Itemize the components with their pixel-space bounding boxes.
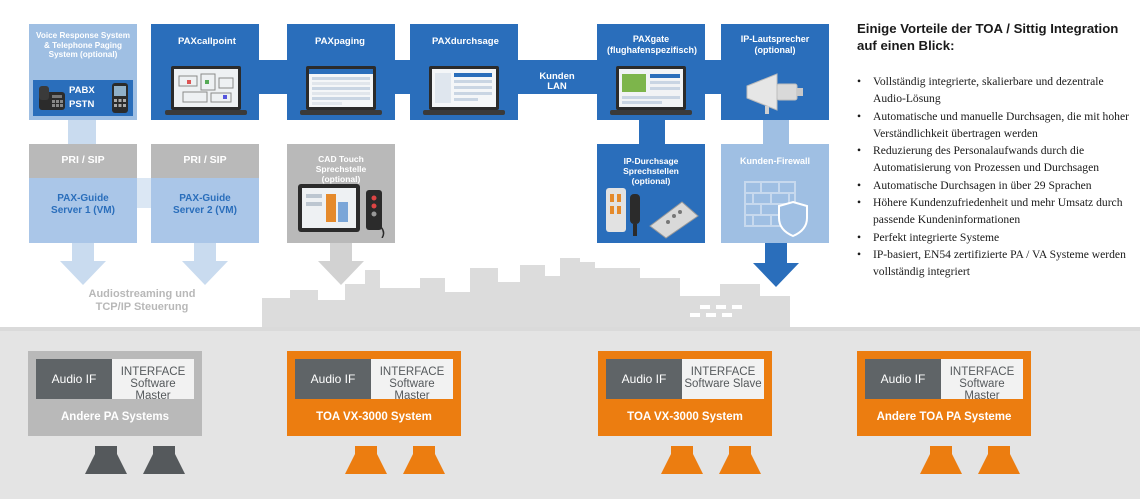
benefit-item: Höhere Kundenzufriedenheit und mehr Umsa… (857, 194, 1132, 229)
speaker-icons (85, 446, 1020, 474)
benefit-item: Automatische und manuelle Durchsagen, di… (857, 108, 1132, 143)
paxcallpoint-label: PAXcallpoint (178, 36, 236, 47)
server-1-down-arrow (60, 243, 106, 285)
interface-role: Software Master (389, 378, 435, 402)
ip-durchsage-label: IP-Durchsage Sprechstellen (optional) (623, 156, 679, 186)
benefit-item: Reduzierung des Personalaufwands durch d… (857, 142, 1132, 177)
paxpaging-label: PAXpaging (315, 36, 365, 47)
interface-label: INTERFACE (949, 366, 1015, 378)
laptop-gate-icon (610, 66, 692, 115)
pri-sip-label-2: PRI / SIP (183, 154, 227, 166)
laptop-floorplan-icon (165, 66, 247, 115)
benefits-list: Vollständig integrierte, skalierbare und… (857, 73, 1132, 281)
pri-sip-box-2: PRI / SIP (151, 144, 259, 178)
horn-speaker-icon (746, 73, 803, 114)
kunden-firewall-label: Kunden-Firewall (739, 156, 810, 166)
interface-block: INTERFACE Software Master (112, 359, 194, 402)
audio-if-label: Audio IF (36, 359, 112, 399)
kunden-lan-label: Kunden LAN (539, 71, 575, 92)
pri-sip-box-1: PRI / SIP (29, 144, 137, 178)
server-2-label: PAX-Guide Server 2 (VM) (173, 193, 237, 216)
benefit-item: IP-basiert, EN54 zertifizierte PA / VA S… (857, 246, 1132, 281)
ip-durchsage-connector (639, 120, 665, 144)
interface-label: INTERFACE (690, 366, 756, 378)
interface-label: INTERFACE (120, 366, 186, 378)
interface-block: INTERFACE Software Master (371, 359, 453, 402)
system-box-4: Audio IF INTERFACE Software Master Ander… (857, 351, 1031, 436)
benefit-item: Vollständig integrierte, skalierbare und… (857, 73, 1132, 108)
cad-touch-label: CAD Touch Sprechstelle (optional) (315, 154, 367, 184)
system-name: TOA VX-3000 System (627, 411, 743, 423)
touch-panel-icon (298, 184, 385, 238)
desk-phone-icon (39, 86, 65, 110)
interface-role: Software Master (130, 378, 176, 402)
ip-lautsprecher-label: IP-Lautsprecher (optional) (740, 34, 810, 55)
interface-block: INTERFACE Software Master (941, 359, 1023, 402)
interface-role: Software Master (959, 378, 1005, 402)
interface-role: Software Slave (684, 378, 762, 390)
cad-down-arrow (318, 243, 364, 285)
speaker-icon (85, 446, 185, 474)
interface-block: INTERFACE Software Slave (682, 359, 764, 399)
system-box-1: Audio IF INTERFACE Software Master Ander… (28, 351, 202, 436)
laptop-paging-icon (300, 66, 382, 115)
audio-if-label: Audio IF (865, 359, 941, 399)
system-box-2: Audio IF INTERFACE Software Master TOA V… (287, 351, 461, 436)
laptop-durchsage-icon (423, 66, 505, 115)
voice-response-box: Voice Response System & Telephone Paging… (29, 24, 137, 120)
pstn-label: PSTN (69, 99, 95, 110)
server-2-down-arrow (182, 243, 228, 285)
system-name: Andere PA Systems (60, 411, 169, 423)
system-box-3: Audio IF INTERFACE Software Slave TOA VX… (598, 351, 772, 436)
paxgate-label: PAXgate (flughafenspezifisch) (607, 34, 698, 55)
firewall-shield-icon (744, 181, 808, 238)
benefits-heading: Einige Vorteile der TOA / Sittig Integra… (857, 21, 1119, 53)
server-link (137, 178, 151, 208)
server-1-box: PAX-Guide Server 1 (VM) (29, 178, 137, 243)
firewall-connector (763, 120, 789, 144)
audio-if-label: Audio IF (606, 359, 682, 399)
audiostreaming-label: Audiostreaming und TCP/IP Steuerung (88, 288, 196, 313)
pabx-pstn-panel: PABX PSTN (33, 80, 133, 116)
voice-connector (68, 120, 96, 144)
pabx-label: PABX (69, 85, 95, 96)
system-name: Andere TOA PA Systeme (876, 411, 1012, 423)
voice-response-label: Voice Response System & Telephone Paging… (35, 31, 131, 59)
mobile-phone-icon (112, 83, 128, 113)
pri-sip-label-1: PRI / SIP (61, 154, 105, 166)
paxdurchsage-label: PAXdurchsage (432, 36, 499, 47)
interface-label: INTERFACE (379, 366, 445, 378)
speaker-icon (345, 446, 1020, 474)
microphone-stations-icon (606, 188, 699, 239)
firewall-down-arrow (753, 243, 799, 287)
server-1-label: PAX-Guide Server 1 (VM) (51, 193, 115, 216)
benefit-item: Perfekt integrierte Systeme (857, 229, 1132, 247)
benefit-item: Automatische Durchsagen in über 29 Sprac… (857, 177, 1132, 195)
audio-if-label: Audio IF (295, 359, 371, 399)
server-2-box: PAX-Guide Server 2 (VM) (151, 178, 259, 243)
system-name: TOA VX-3000 System (316, 411, 432, 423)
